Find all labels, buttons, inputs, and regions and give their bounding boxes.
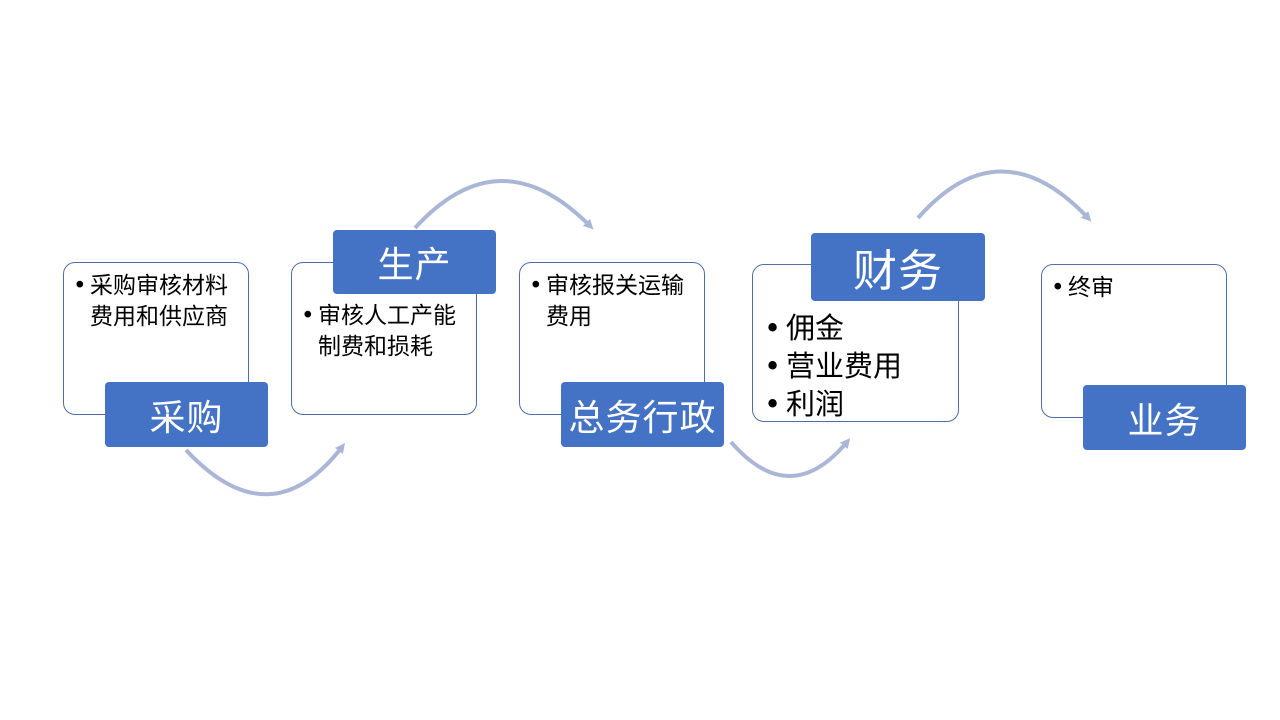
step-label-general-affairs: 总务行政: [561, 382, 724, 447]
step-card-item: 采购审核材料费用和供应商: [73, 271, 240, 333]
step-card-item: 营业费用: [764, 347, 951, 385]
step-label-production: 生产: [333, 230, 496, 294]
step-card-item: 审核报关运输费用: [529, 271, 696, 333]
step-label-business: 业务: [1083, 385, 1246, 450]
step-card-item: 审核人工产能制费和损耗: [301, 301, 468, 363]
step-label-purchasing: 采购: [105, 382, 268, 447]
step-card-list: 终审: [1051, 273, 1218, 304]
step-card-item: 终审: [1051, 273, 1218, 304]
arrow-step1-to-step2: [184, 443, 346, 497]
arrow-step3-to-step4: [729, 438, 851, 478]
step-label-finance: 财务: [811, 233, 985, 301]
step-card-list: 审核人工产能制费和损耗: [301, 301, 468, 363]
arrow-step2-to-step3: [413, 179, 594, 230]
step-card-list: 采购审核材料费用和供应商: [73, 271, 240, 333]
step-card-purchasing: 采购审核材料费用和供应商: [63, 262, 249, 415]
step-card-item: 利润: [764, 385, 951, 423]
step-card-item: 佣金: [764, 309, 951, 347]
step-card-list: 佣金 营业费用 利润: [764, 309, 951, 423]
arrow-step4-to-step5: [916, 169, 1092, 222]
step-card-list: 审核报关运输费用: [529, 271, 696, 333]
